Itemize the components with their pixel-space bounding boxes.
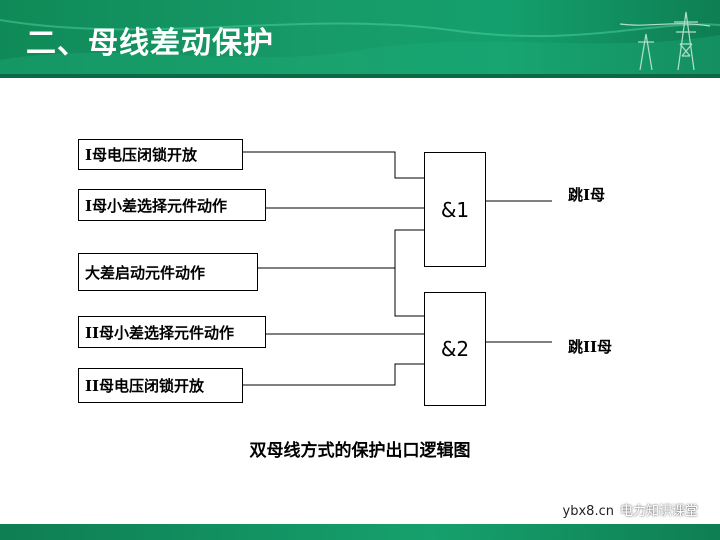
watermark-url: ybx8.cn — [560, 504, 616, 519]
input-box-bus1-small-diff: I母小差选择元件动作 — [78, 189, 266, 221]
wire-input3-gate1 — [258, 229, 424, 269]
input-box-bus2-small-diff: II母小差选择元件动作 — [78, 316, 266, 348]
title-banner: 二、母线差动保护 — [0, 0, 720, 74]
input-box-large-diff-start: 大差启动元件动作 — [78, 253, 258, 291]
output-trip-bus1: 跳I母 — [568, 186, 606, 204]
and-gate-2: &2 — [424, 292, 486, 406]
and-gate-1: &1 — [424, 152, 486, 267]
watermark-name: 电力知识课堂 — [619, 504, 698, 519]
page-title: 二、母线差动保护 — [26, 26, 274, 61]
wire-input5-gate2 — [243, 363, 424, 386]
wire-input1-gate1 — [243, 151, 424, 179]
output-trip-bus2: 跳II母 — [568, 338, 613, 356]
wire-input3-gate2 — [394, 268, 424, 317]
input-box-bus2-voltage-unlock: II母电压闭锁开放 — [78, 368, 243, 403]
power-tower-icon — [620, 11, 710, 71]
diagram-caption: 双母线方式的保护出口逻辑图 — [249, 441, 471, 461]
banner-divider — [0, 74, 720, 78]
banner-wave-decoration — [0, 19, 720, 74]
footer-bar — [0, 524, 720, 540]
input-box-bus1-voltage-unlock: I母电压闭锁开放 — [78, 139, 243, 170]
